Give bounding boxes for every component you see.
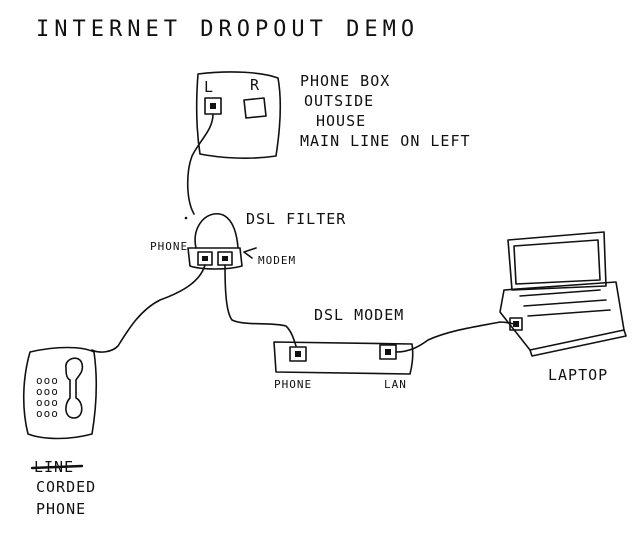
filter-dot (184, 216, 188, 220)
dsl-filter (184, 213, 243, 270)
phone-box-label-line-1: PHONE BOX (300, 72, 390, 90)
filter-phone-port-plug (202, 256, 208, 261)
phone-box-left-letter: L (204, 78, 214, 96)
filter-modem-arrow (243, 247, 257, 259)
phone-box: L R (195, 71, 281, 159)
modem-phone-port (289, 346, 307, 362)
phone-box-right-letter: R (250, 76, 260, 94)
keypad-row-4: ooo (36, 407, 59, 420)
modem-port-label-lan: LAN (384, 378, 407, 391)
dsl-modem (273, 341, 414, 375)
laptop-lan-port (509, 317, 523, 331)
modem-port-label-phone: PHONE (274, 378, 312, 391)
phone-box-label-line-4: MAIN LINE ON LEFT (300, 132, 471, 150)
phone-strikethrough (30, 464, 84, 470)
wire-phonebox-to-filter (186, 113, 214, 215)
filter-port-label-modem: MODEM (258, 254, 296, 267)
keypad-row-3: ooo (36, 396, 59, 409)
dsl-modem-label: DSL MODEM (314, 306, 404, 324)
keypad-row-2: ooo (36, 385, 59, 398)
phone-box-label-line-3: HOUSE (316, 112, 366, 130)
laptop-base (499, 281, 625, 351)
phone-handset (65, 357, 84, 419)
laptop (499, 231, 627, 357)
corded-phone-label-line-1: CORDED (36, 478, 96, 496)
laptop-label: LAPTOP (548, 366, 608, 384)
phone-box-jack-plug (210, 103, 216, 109)
dsl-filter-label: DSL FILTER (246, 210, 346, 228)
laptop-screen (507, 231, 607, 291)
keypad-row-1: ooo (36, 374, 59, 387)
wire-filter-to-modem (224, 264, 297, 347)
corded-phone-label-line-2: PHONE (36, 500, 86, 518)
modem-lan-port-plug (385, 349, 391, 355)
phone-keypad: ooo ooo ooo ooo (36, 374, 59, 420)
wire-modem-to-laptop (395, 321, 517, 353)
phone-box-second-jack (243, 97, 267, 119)
diagram-title: INTERNET DROPOUT DEMO (36, 17, 419, 42)
laptop-lan-port-plug (513, 321, 519, 327)
corded-phone (22, 346, 97, 440)
phone-box-label-line-2: OUTSIDE (304, 92, 374, 110)
wire-filter-to-phone (91, 264, 206, 353)
filter-modem-port-plug (222, 256, 228, 261)
modem-phone-port-plug (295, 351, 301, 357)
filter-port-label-phone: PHONE (150, 240, 188, 253)
